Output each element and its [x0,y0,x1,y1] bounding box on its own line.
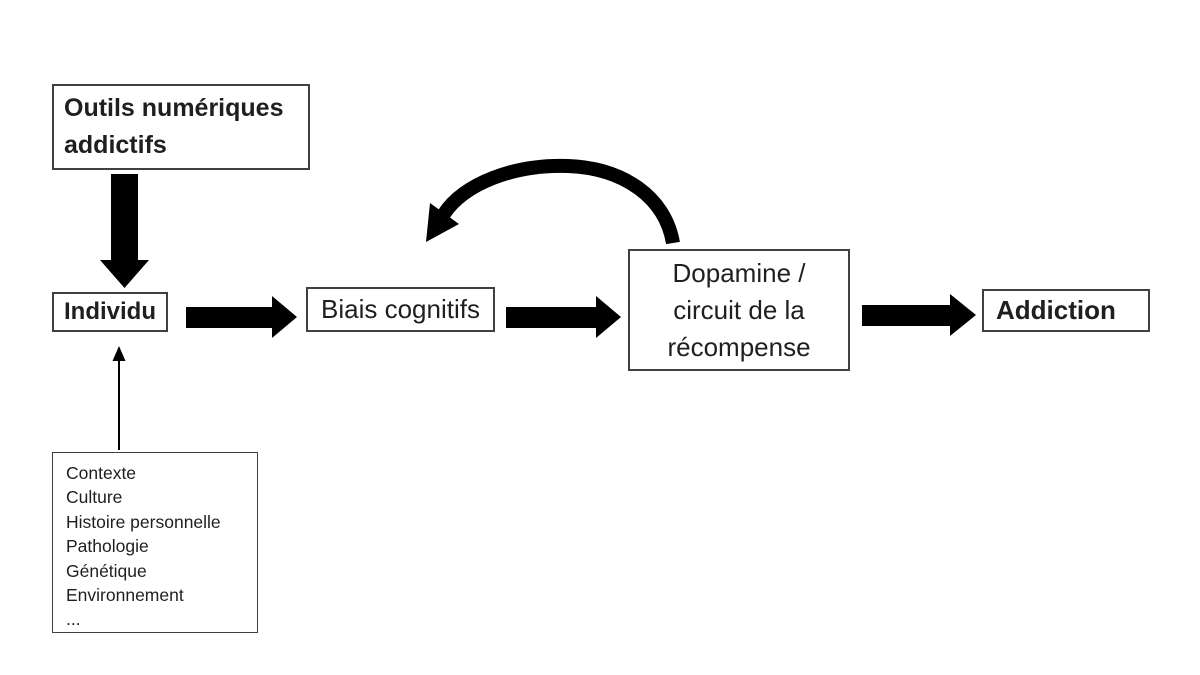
node-facteurs-individuels: Contexte Culture Histoire personnelle Pa… [52,452,258,633]
facteur-item: Culture [66,487,123,508]
arrow-biais-to-dopamine-icon [506,296,621,338]
node-outils-label: Outils numériques addictifs [64,94,284,159]
facteur-item: Génétique [66,560,147,581]
facteur-item: ... [66,609,81,630]
node-addiction: Addiction [982,289,1150,332]
node-outils-numeriques-addictifs: Outils numériques addictifs [52,84,310,170]
node-dopamine-line3: récompense [667,331,811,362]
facteur-item: Pathologie [66,536,149,557]
node-biais-label: Biais cognitifs [321,294,480,324]
arrow-outils-to-individu-icon [100,174,149,288]
facteur-item: Environnement [66,585,184,606]
arrow-dopamine-to-addiction-icon [862,294,976,336]
arrow-individu-to-biais-icon [186,296,297,338]
node-addiction-label: Addiction [996,295,1116,325]
node-dopamine-line2: circuit de la [673,294,805,325]
arrow-facteurs-to-individu-head-icon [112,346,126,361]
node-dopamine-line1: Dopamine / [672,257,806,288]
node-dopamine-circuit-recompense: Dopamine / circuit de la récompense [628,249,850,371]
node-individu: Individu [52,292,168,332]
arrow-feedback-head-icon [426,203,459,242]
facteur-item: Histoire personnelle [66,511,221,532]
node-individu-label: Individu [64,298,156,325]
arrow-feedback-curve-icon [438,158,680,245]
node-biais-cognitifs: Biais cognitifs [306,287,495,332]
facteur-item: Contexte [66,463,137,483]
